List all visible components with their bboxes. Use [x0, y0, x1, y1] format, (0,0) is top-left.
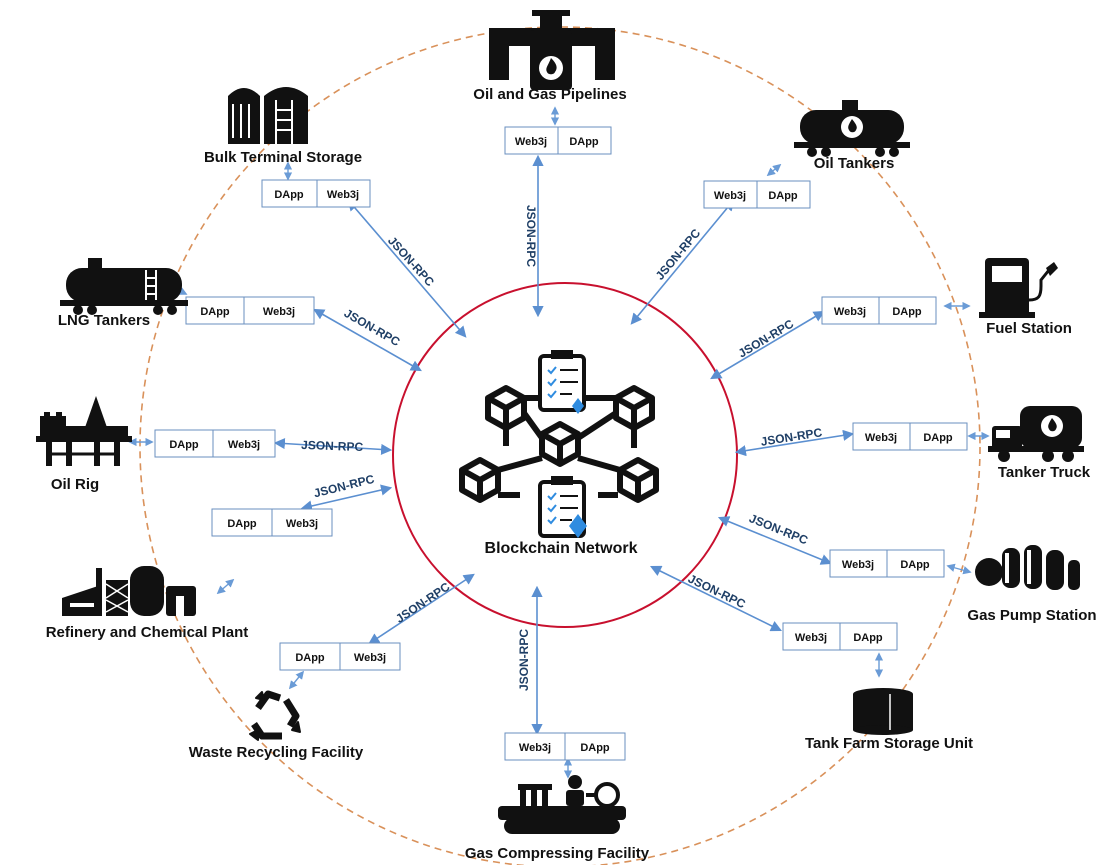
rpc-label-fuel-station: JSON-RPC	[736, 316, 797, 360]
rpc-label-pipelines: JSON-RPC	[524, 205, 538, 267]
box-waste-dapp: DApp	[295, 652, 325, 664]
compressor-icon	[498, 775, 626, 834]
rpc-label-waste: JSON-RPC	[393, 579, 453, 625]
rpc-label-tanker-truck: JSON-RPC	[760, 425, 824, 449]
box-tanker-truck-web3j: Web3j	[865, 432, 897, 444]
link-oil-rig	[273, 437, 393, 456]
link-tank-farm	[649, 565, 783, 632]
box-oil-tankers	[703, 180, 811, 209]
node-label-fuel-station: Fuel Station	[986, 320, 1072, 337]
rpc-label-oil-rig: JSON-RPC	[301, 438, 364, 454]
box-tanker-truck	[852, 422, 968, 451]
link-refinery	[300, 484, 393, 512]
recycle-icon	[249, 690, 301, 741]
link-bulk	[347, 199, 467, 338]
rpc-label-tank-farm: JSON-RPC	[686, 572, 748, 612]
center-label: Blockchain Network	[485, 540, 638, 557]
box-bulk-dapp: DApp	[274, 189, 304, 201]
box-gas-compress	[504, 732, 626, 761]
node-label-gas-pump: Gas Pump Station	[967, 607, 1096, 624]
box-pipelines-web3j: Web3j	[515, 136, 547, 148]
rpc-label-bulk: JSON-RPC	[385, 234, 437, 290]
box-tank-farm	[782, 622, 898, 651]
box-gas-compress-web3j: Web3j	[519, 742, 551, 754]
link-oil-tankers	[630, 199, 735, 325]
box-gas-pump	[829, 549, 945, 578]
node-label-oil-tankers: Oil Tankers	[814, 155, 895, 172]
oil-rig-icon	[36, 396, 132, 466]
rpc-label-refinery: JSON-RPC	[312, 472, 376, 501]
box-lng	[185, 296, 315, 325]
lng-tanker-icon	[60, 258, 188, 315]
box-waste-web3j: Web3j	[354, 652, 386, 664]
clipboard-top-icon	[538, 350, 586, 414]
blockchain-circle	[392, 282, 738, 628]
node-label-lng: LNG Tankers	[58, 312, 150, 329]
tanker-truck-icon	[988, 406, 1084, 462]
node-label-refinery: Refinery and Chemical Plant	[46, 624, 249, 641]
link-fuel-station	[710, 310, 825, 380]
pipeline-icon	[489, 10, 615, 90]
box-refinery-dapp: DApp	[227, 518, 257, 530]
gas-tanks-icon	[975, 545, 1080, 590]
box-oil-rig	[154, 429, 276, 458]
node-label-oil-rig: Oil Rig	[51, 476, 99, 493]
outer-dashed-ring	[139, 26, 981, 865]
box-fuel-station-web3j: Web3j	[834, 306, 866, 318]
box-oil-rig-dapp: DApp	[169, 439, 199, 451]
box-oil-tankers-web3j: Web3j	[714, 190, 746, 202]
link-lng	[313, 308, 422, 372]
box-oil-rig-web3j: Web3j	[228, 439, 260, 451]
rail-tanker-icon	[794, 100, 910, 157]
node-label-bulk: Bulk Terminal Storage	[204, 149, 362, 166]
box-oil-tankers-dapp: DApp	[768, 190, 798, 202]
box-refinery	[211, 508, 333, 537]
node-label-tank-farm: Tank Farm Storage Unit	[805, 735, 973, 752]
link-waste	[368, 573, 475, 645]
box-tank-farm-web3j: Web3j	[795, 632, 827, 644]
box-tanker-truck-dapp: DApp	[923, 432, 953, 444]
short-link-gas-pump	[946, 563, 972, 575]
box-tank-farm-dapp: DApp	[853, 632, 883, 644]
box-pipelines-dapp: DApp	[569, 136, 599, 148]
box-gas-compress-dapp: DApp	[580, 742, 610, 754]
box-pipelines	[504, 126, 612, 155]
fuel-pump-icon	[979, 258, 1058, 318]
node-label-pipelines: Oil and Gas Pipelines	[473, 86, 626, 103]
box-bulk-web3j: Web3j	[327, 189, 359, 201]
box-refinery-web3j: Web3j	[286, 518, 318, 530]
box-waste	[279, 642, 401, 671]
node-label-waste: Waste Recycling Facility	[189, 744, 364, 761]
box-fuel-station	[821, 296, 937, 325]
short-link-oil-tankers	[766, 163, 782, 177]
link-tanker-truck	[734, 429, 855, 457]
rpc-label-oil-tankers: JSON-RPC	[653, 226, 704, 283]
clipboard-bottom-icon	[538, 476, 587, 538]
silo-icon	[228, 87, 308, 144]
storage-tank-icon	[853, 688, 913, 735]
box-gas-pump-web3j: Web3j	[842, 559, 874, 571]
link-gas-pump	[717, 516, 833, 565]
node-label-tanker-truck: Tanker Truck	[998, 464, 1091, 481]
box-lng-dapp: DApp	[200, 306, 230, 318]
node-label-gas-compress: Gas Compressing Facility	[465, 845, 650, 862]
refinery-icon	[62, 566, 196, 616]
box-bulk	[261, 179, 371, 208]
box-lng-web3j: Web3j	[263, 306, 295, 318]
rpc-label-gas-compress: JSON-RPC	[517, 629, 531, 691]
short-link-waste	[288, 670, 305, 690]
box-fuel-station-dapp: DApp	[892, 306, 922, 318]
box-gas-pump-dapp: DApp	[900, 559, 930, 571]
short-link-refinery	[216, 578, 235, 595]
